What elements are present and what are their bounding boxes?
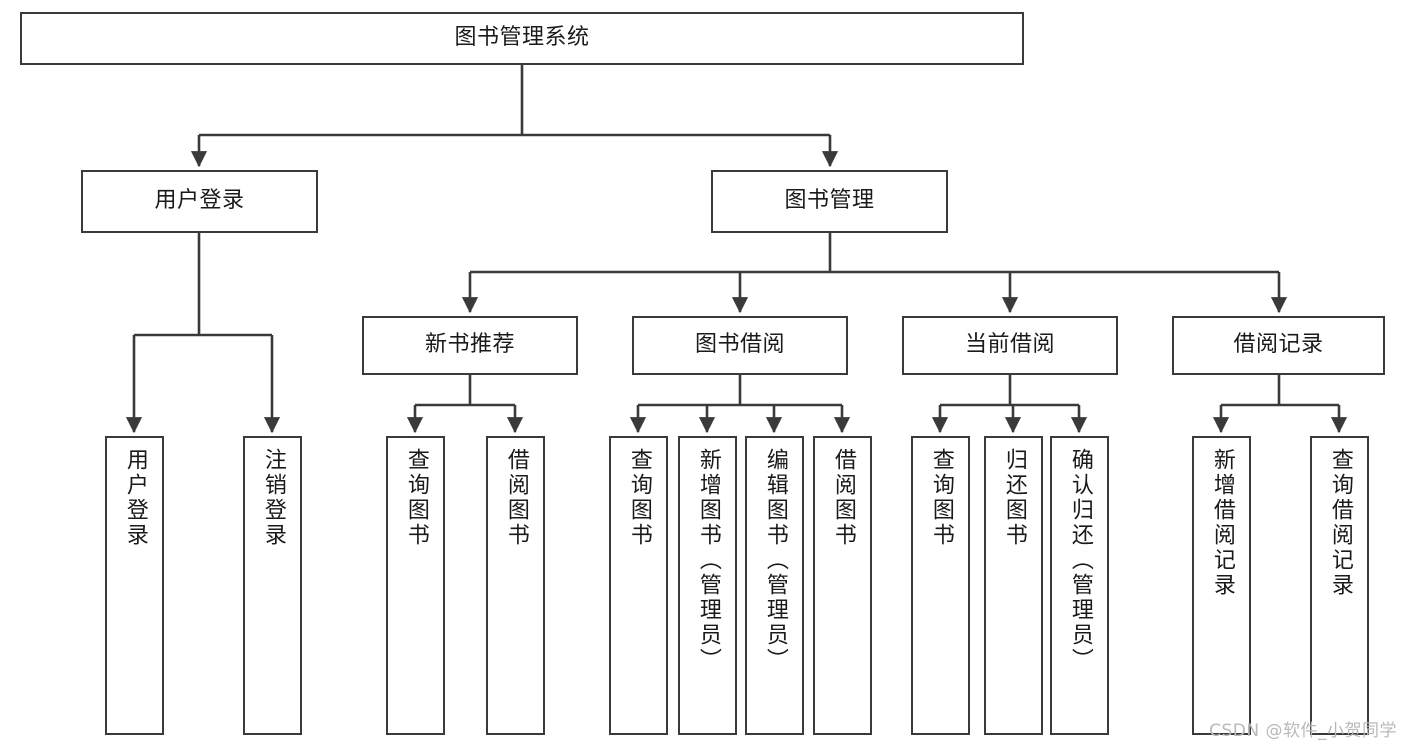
node-leaf-borrow-book-1-label: 借阅图书: [503, 448, 529, 548]
node-leaf-add-book-label: 新增图书（管理员）: [695, 448, 721, 673]
node-leaf-add-record[interactable]: 新增借阅记录: [1192, 436, 1251, 735]
node-leaf-add-book[interactable]: 新增图书（管理员）: [678, 436, 737, 735]
node-book-borrow[interactable]: 图书借阅: [632, 316, 848, 375]
node-book-manage[interactable]: 图书管理: [711, 170, 948, 233]
node-leaf-confirm-return-label: 确认归还（管理员）: [1067, 448, 1093, 673]
node-leaf-query-book-2-label: 查询图书: [626, 448, 652, 548]
node-root-label: 图书管理系统: [454, 25, 590, 51]
node-leaf-edit-book[interactable]: 编辑图书（管理员）: [745, 436, 804, 735]
node-leaf-query-book-3[interactable]: 查询图书: [911, 436, 970, 735]
node-root[interactable]: 图书管理系统: [20, 12, 1024, 65]
node-borrow-record[interactable]: 借阅记录: [1172, 316, 1385, 375]
node-leaf-return-book[interactable]: 归还图书: [984, 436, 1043, 735]
node-leaf-borrow-book-1[interactable]: 借阅图书: [486, 436, 545, 735]
node-leaf-query-book-2[interactable]: 查询图书: [609, 436, 668, 735]
node-leaf-query-record-label: 查询借阅记录: [1327, 448, 1353, 598]
node-user-login[interactable]: 用户登录: [81, 170, 318, 233]
node-user-login-label: 用户登录: [154, 188, 245, 214]
node-leaf-query-book-1-label: 查询图书: [403, 448, 429, 548]
csdn-watermark: CSDN @软件_小贺同学: [1209, 721, 1397, 741]
node-leaf-confirm-return[interactable]: 确认归还（管理员）: [1050, 436, 1109, 735]
node-leaf-return-book-label: 归还图书: [1001, 448, 1027, 548]
node-leaf-logout-label: 注销登录: [260, 448, 286, 548]
node-leaf-borrow-book-2[interactable]: 借阅图书: [813, 436, 872, 735]
node-new-book-rec[interactable]: 新书推荐: [362, 316, 578, 375]
node-leaf-query-book-3-label: 查询图书: [928, 448, 954, 548]
node-leaf-query-record[interactable]: 查询借阅记录: [1310, 436, 1369, 735]
node-borrow-record-label: 借阅记录: [1233, 332, 1324, 358]
node-new-book-rec-label: 新书推荐: [424, 332, 515, 358]
node-book-borrow-label: 图书借阅: [694, 332, 785, 358]
node-leaf-user-login-label: 用户登录: [122, 448, 148, 548]
node-current-borrow-label: 当前借阅: [964, 332, 1055, 358]
node-current-borrow[interactable]: 当前借阅: [902, 316, 1118, 375]
node-leaf-borrow-book-2-label: 借阅图书: [830, 448, 856, 548]
node-leaf-add-record-label: 新增借阅记录: [1209, 448, 1235, 598]
node-book-manage-label: 图书管理: [784, 188, 875, 214]
node-leaf-user-login[interactable]: 用户登录: [105, 436, 164, 735]
node-leaf-query-book-1[interactable]: 查询图书: [386, 436, 445, 735]
node-leaf-edit-book-label: 编辑图书（管理员）: [762, 448, 788, 673]
node-leaf-logout[interactable]: 注销登录: [243, 436, 302, 735]
